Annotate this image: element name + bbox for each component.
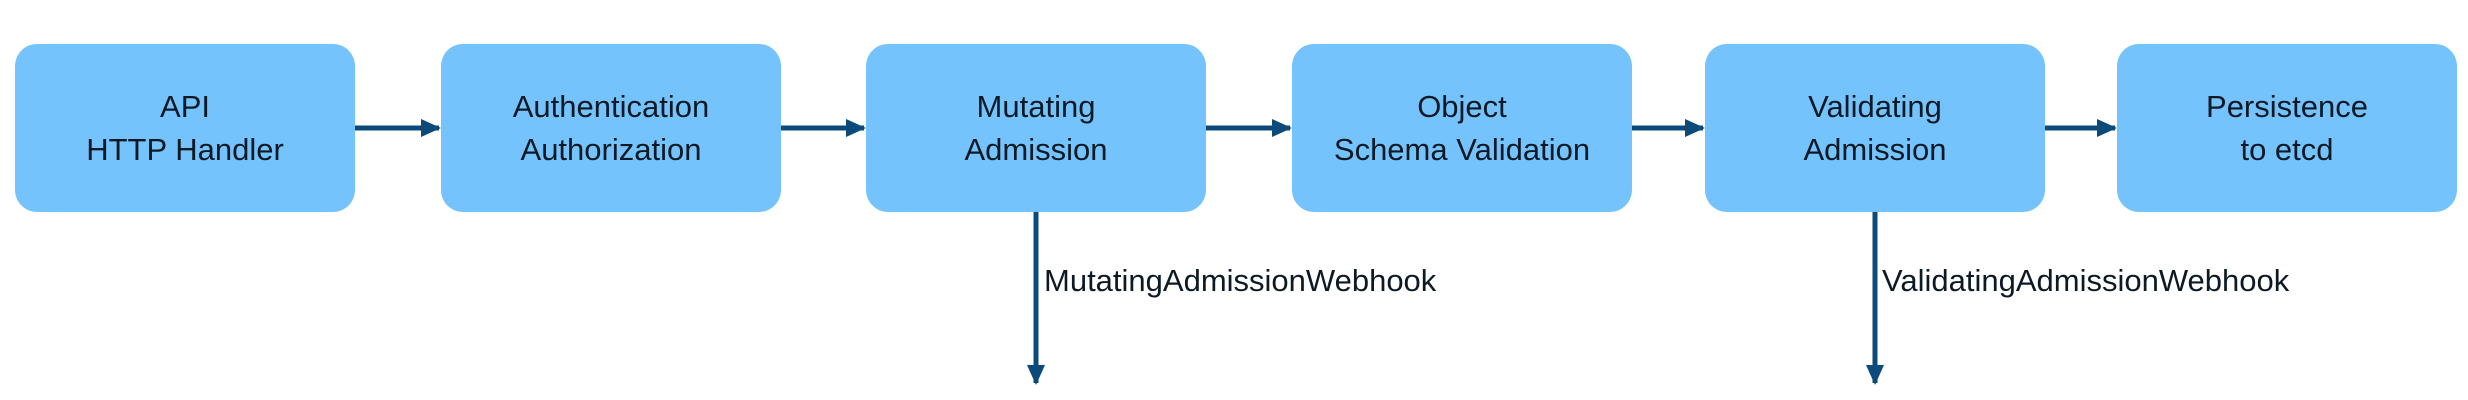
stage-line1: Object bbox=[1417, 89, 1507, 124]
stage-line1: Persistence bbox=[2206, 89, 2368, 124]
validating-webhook-label: ValidatingAdmissionWebhook bbox=[1882, 263, 2290, 298]
stage-line1: Mutating bbox=[976, 89, 1096, 124]
stage-line2: Admission bbox=[964, 132, 1108, 167]
stage-line1: API bbox=[160, 89, 210, 124]
stage-line1: Validating bbox=[1808, 89, 1942, 124]
stage-authentication-authorization: Authentication Authorization bbox=[441, 44, 781, 212]
stage-mutating-admission: Mutating Admission bbox=[866, 44, 1206, 212]
stage-api-http-handler: API HTTP Handler bbox=[15, 44, 355, 212]
mutating-webhook-label: MutatingAdmissionWebhook bbox=[1044, 263, 1437, 298]
stage-object-schema-validation: Object Schema Validation bbox=[1292, 44, 1632, 212]
stage-line2: Authorization bbox=[520, 132, 702, 167]
stage-persistence-to-etcd: Persistence to etcd bbox=[2117, 44, 2457, 212]
stage-line2: HTTP Handler bbox=[86, 132, 284, 167]
stage-line2: Admission bbox=[1803, 132, 1947, 167]
stage-line2: to etcd bbox=[2240, 132, 2334, 167]
stage-validating-admission: Validating Admission bbox=[1705, 44, 2045, 212]
stage-line1: Authentication bbox=[512, 89, 710, 124]
stage-line2: Schema Validation bbox=[1333, 132, 1591, 167]
